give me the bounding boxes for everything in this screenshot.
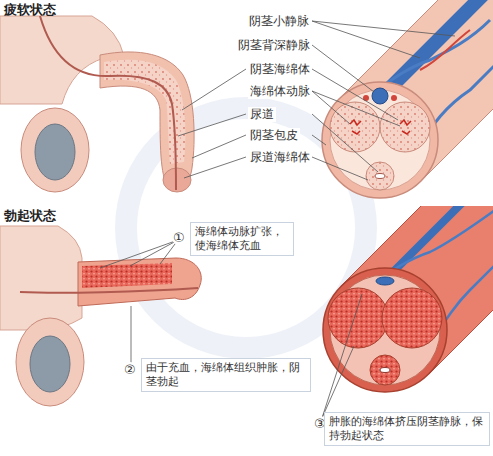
compressed-vein [376, 277, 394, 285]
section-heading: 勃起状态 [2, 208, 58, 223]
testis [35, 124, 75, 180]
flaccid-side-view [0, 16, 194, 192]
testis [30, 336, 70, 392]
leader-line [312, 45, 374, 92]
leader-line [312, 91, 400, 126]
cavernous-artery [400, 120, 411, 134]
cavernous-artery [350, 120, 361, 134]
urethra-lumen [375, 174, 385, 179]
corpus-cavernosum [382, 288, 442, 348]
urethra [20, 288, 198, 293]
scrotum [21, 108, 89, 192]
corpus-cavernosum [330, 102, 380, 152]
part-label: 阴茎海绵体 [248, 62, 312, 77]
leader-line [312, 21, 455, 58]
part-label: 阴茎包皮 [248, 128, 300, 143]
urethra-lumen [380, 368, 390, 373]
leader-line [312, 135, 326, 145]
callout-text: 海绵体动脉扩张，使海绵体充血 [190, 222, 294, 256]
leader-line [322, 294, 362, 418]
part-label: 阴茎背深静脉 [236, 38, 312, 53]
dorsal-vein-band [386, 0, 493, 92]
callout-text: 由于充血，海绵体组织肿胀，阴茎勃起 [141, 358, 311, 392]
cross-face [322, 82, 438, 198]
artery [420, 30, 470, 70]
urethra [40, 16, 176, 190]
leader-line [178, 114, 246, 136]
callout-text: 肿胀的海绵体挤压阴茎静脉，保持勃起状态 [324, 412, 490, 446]
leader-line [192, 135, 246, 158]
penis-flaccid [100, 52, 194, 188]
part-label: 阴茎小静脉 [247, 14, 311, 29]
dorsal-artery [391, 95, 397, 101]
corpus-spongiosum [366, 162, 394, 190]
leader-line [131, 306, 132, 364]
leader-line [100, 240, 178, 268]
section-heading: 疲软状态 [2, 2, 58, 17]
leader-line [312, 69, 398, 120]
leader-line [312, 157, 368, 180]
leader-line [312, 114, 378, 172]
corpus-cavernosum [82, 263, 172, 288]
callout-number: ② [123, 362, 137, 377]
penis-erect [78, 258, 201, 306]
scrotum [16, 318, 84, 406]
corpus-cavernosum [380, 102, 430, 152]
tunica [330, 90, 430, 190]
callout-number: ① [172, 230, 186, 245]
flaccid-cross-section [322, 0, 493, 198]
leader-line [182, 69, 246, 110]
dorsal-vein [372, 88, 388, 104]
erect-cross-section [323, 206, 493, 392]
corpus-cavernosum [328, 288, 388, 348]
leader-lines [100, 21, 455, 418]
corpus-spongiosum [370, 355, 400, 385]
abdomen [0, 226, 82, 330]
part-label: 海绵体动脉 [248, 84, 312, 99]
leader-line [184, 157, 246, 178]
glans [163, 168, 191, 192]
dorsal-vein-band [385, 206, 493, 280]
part-label: 尿道海绵体 [248, 150, 312, 165]
part-label: 尿道 [248, 107, 276, 122]
